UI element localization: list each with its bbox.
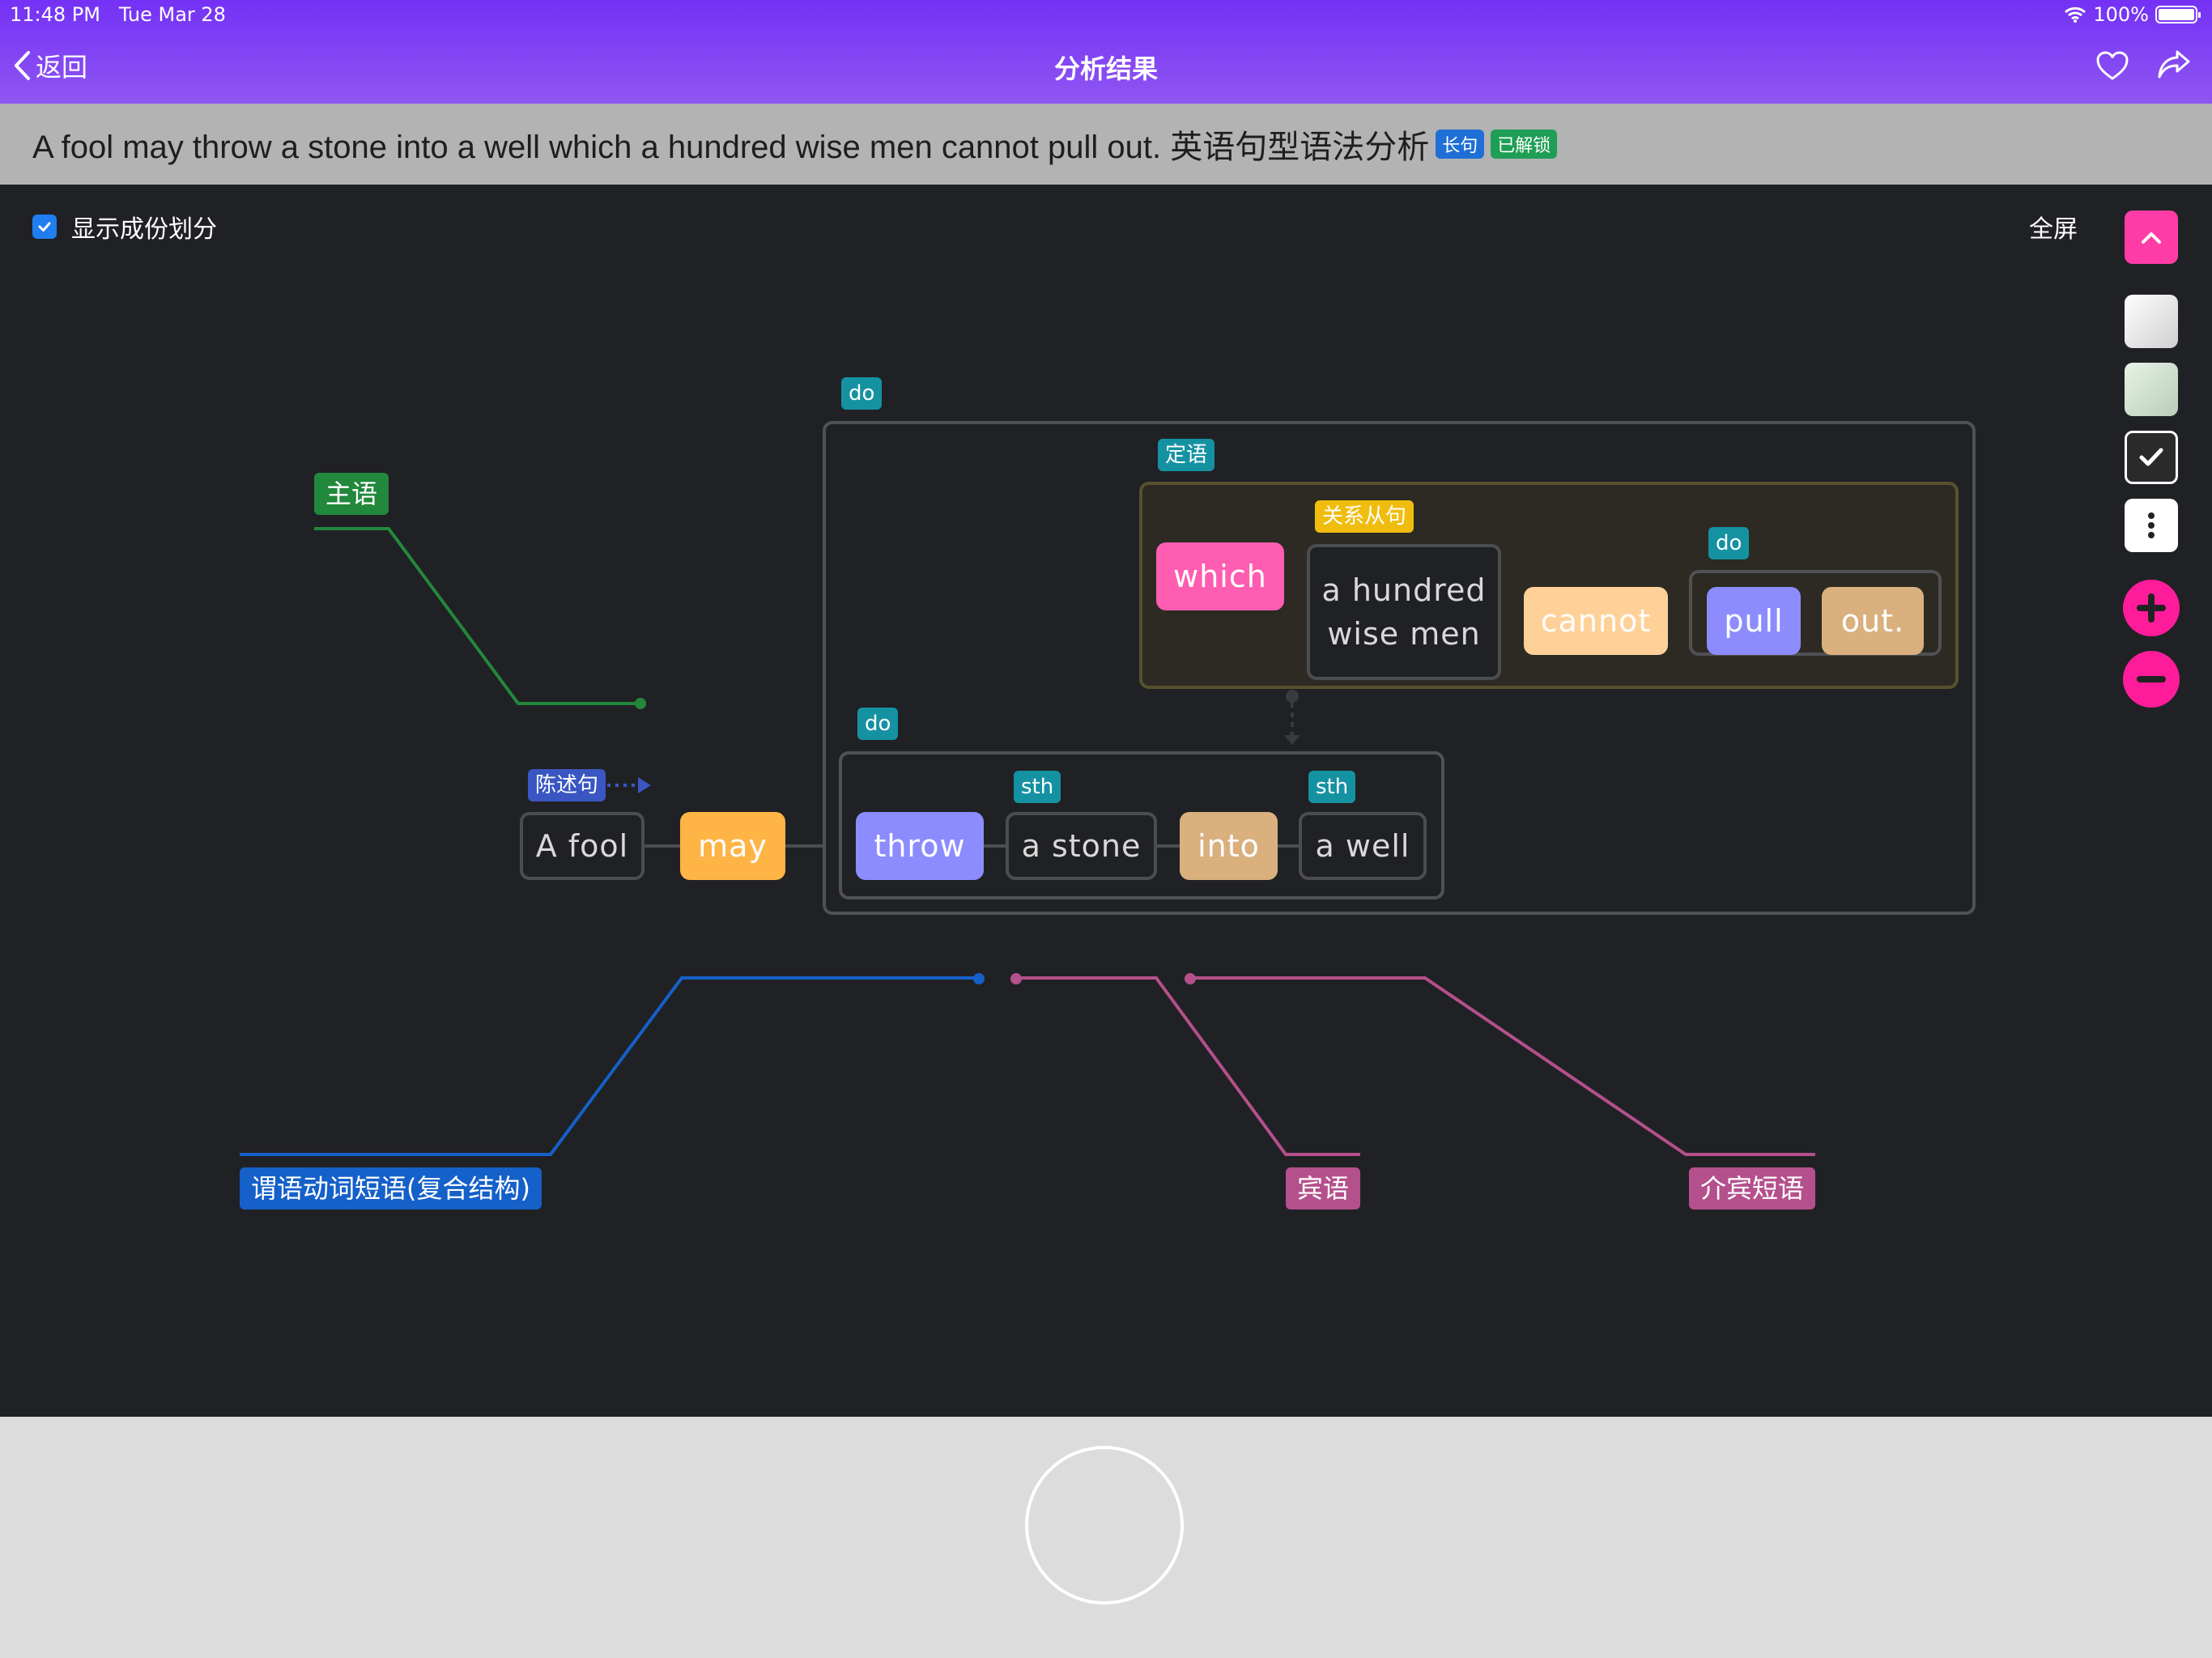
word-out[interactable]: out.: [1822, 587, 1924, 655]
sentence-bar: A fool may throw a stone into a well whi…: [0, 104, 2212, 185]
do-inner-box: [839, 751, 1444, 899]
word-throw[interactable]: throw: [856, 812, 984, 880]
plus-icon: [2137, 593, 2166, 623]
word-which[interactable]: which: [1156, 542, 1284, 610]
declarative-tag: 陈述句: [528, 769, 606, 801]
prep-phrase-connector: [1190, 976, 1815, 1156]
do-clause-box: [1689, 570, 1942, 656]
show-parts-checkbox[interactable]: [32, 215, 57, 239]
checkmark-icon: [38, 222, 51, 232]
show-parts-label: 显示成份划分: [71, 215, 217, 244]
object-connector: [1016, 976, 1360, 1156]
more-vertical-icon: [2148, 512, 2155, 538]
predicate-anchor-dot: [973, 973, 985, 984]
fullscreen-button[interactable]: 全屏: [2029, 215, 2078, 244]
status-time-text: 11:48 PM: [10, 3, 100, 26]
battery-percent: 100%: [2093, 3, 2149, 26]
word-a-hundred: a hundred: [1321, 572, 1487, 608]
unlocked-badge: 已解锁: [1491, 130, 1558, 159]
status-date: Tue Mar 28: [118, 3, 226, 26]
word-pull[interactable]: pull: [1707, 587, 1801, 655]
theme-white-button[interactable]: [2125, 295, 2178, 348]
declarative-arrowhead: [638, 777, 651, 793]
subject-anchor-dot: [635, 698, 646, 709]
zoom-in-button[interactable]: [2123, 580, 2180, 636]
word-may[interactable]: may: [680, 812, 785, 880]
attributive-tag: 定语: [1158, 439, 1215, 471]
checkmark-icon: [2139, 448, 2163, 466]
diagram-canvas[interactable]: 显示成份划分 全屏: [0, 185, 2212, 1417]
do-outer-box: [823, 421, 1976, 915]
predicate-label[interactable]: 谓语动词短语(复合结构): [240, 1167, 542, 1209]
collapse-button[interactable]: [2125, 210, 2178, 264]
do-inner-tag: do: [857, 708, 899, 740]
word-a-fool[interactable]: A fool: [520, 812, 644, 880]
word-a-hundred-wise-men[interactable]: a hundred wise men: [1307, 544, 1501, 680]
favorite-button[interactable]: [2095, 50, 2129, 84]
word-a-well[interactable]: a well: [1299, 812, 1427, 880]
long-sentence-badge: 长句: [1436, 130, 1485, 159]
bottom-panel: [0, 1417, 2212, 1658]
sth-tag: sth: [1308, 771, 1356, 803]
battery-icon: [2155, 6, 2201, 23]
object-label[interactable]: 宾语: [1286, 1167, 1361, 1209]
do-clause-tag: do: [1708, 527, 1750, 559]
word-wise-men: wise men: [1327, 616, 1481, 652]
object-anchor-dot: [1010, 973, 1022, 984]
prep-phrase-label[interactable]: 介宾短语: [1689, 1167, 1816, 1209]
sth-tag: sth: [1014, 771, 1061, 803]
share-icon: [2158, 50, 2190, 79]
word-cannot[interactable]: cannot: [1524, 587, 1668, 655]
status-indicators: 100%: [2064, 3, 2201, 26]
wifi-icon: [2065, 6, 2087, 23]
theme-mint-button[interactable]: [2125, 363, 2178, 416]
sentence-text: A fool may throw a stone into a well whi…: [32, 130, 1430, 165]
show-parts-toggle[interactable]: 显示成份划分: [32, 209, 217, 244]
record-button[interactable]: [1025, 1446, 1184, 1605]
predicate-connector: [240, 976, 978, 1156]
do-outer-tag: do: [841, 377, 883, 410]
subject-connector: [314, 527, 640, 705]
minus-icon: [2137, 676, 2166, 682]
back-button[interactable]: 返回: [13, 47, 87, 84]
theme-dark-button[interactable]: [2125, 431, 2178, 484]
word-into[interactable]: into: [1180, 812, 1278, 880]
page-title: 分析结果: [1053, 53, 1158, 84]
chevron-left-icon: [15, 51, 30, 80]
chevron-up-icon: [2142, 232, 2161, 244]
subject-label[interactable]: 主语: [314, 473, 389, 515]
top-nav-bar: 11:48 PM Tue Mar 28 100% 返回 分析结果: [0, 0, 2212, 104]
heart-icon: [2096, 51, 2129, 80]
attributive-link-dot: [1286, 690, 1299, 703]
status-time: 11:48 PM Tue Mar 28: [10, 3, 226, 26]
more-button[interactable]: [2125, 499, 2178, 552]
word-a-stone[interactable]: a stone: [1006, 812, 1157, 880]
share-button[interactable]: [2157, 49, 2191, 84]
prep-phrase-anchor-dot: [1185, 973, 1196, 984]
zoom-out-button[interactable]: [2123, 651, 2180, 708]
attributive-arrowhead: [1284, 735, 1300, 745]
back-label: 返回: [36, 52, 88, 83]
relative-clause-tag: 关系从句: [1315, 500, 1414, 533]
